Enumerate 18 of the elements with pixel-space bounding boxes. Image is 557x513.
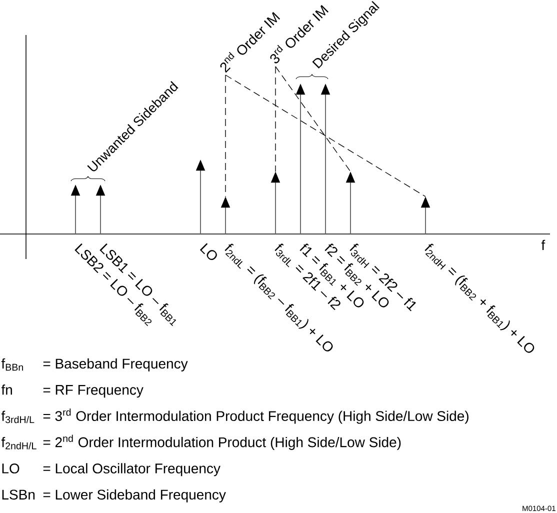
- axis-label: f: [541, 240, 546, 250]
- symbol-label: fn: [1, 384, 12, 395]
- definition-text: = 2$^{nd}$ Order Intermodulation Product (High Side/Low Side): [43, 434, 401, 450]
- definition-text: = Baseband Frequency: [43, 358, 188, 372]
- leader-line: [275, 66, 351, 172]
- definition-text: = Local Oscillator Frequency: [43, 463, 220, 476]
- leader-line: [225, 74, 226, 197]
- frequency-label: LO: [200, 243, 217, 260]
- leader-line: [275, 66, 276, 172]
- symbol-label: f$_{2ndH/L}$: [1, 436, 36, 450]
- definition-text: = Lower Sideband Frequency: [43, 489, 226, 502]
- symbol-label: LO: [2, 464, 20, 474]
- symbol-label: f$_{3rdH/L}$: [1, 410, 34, 424]
- symbol-label: f$_{BBn}$: [1, 358, 23, 371]
- definition-text: = 3$^{rd}$ Order Intermodulation Product Frequency (High Side/Low Side): [43, 408, 468, 424]
- leader-line: [225, 74, 426, 197]
- definition-text: = RF Frequency: [43, 385, 144, 398]
- symbol-label: LSBn: [2, 490, 35, 500]
